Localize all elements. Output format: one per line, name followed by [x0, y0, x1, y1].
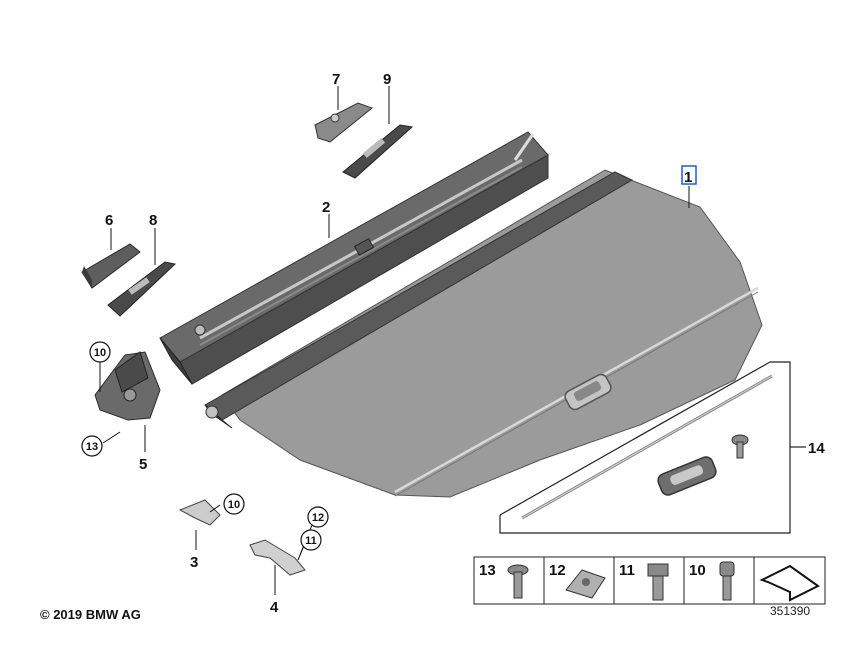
socket-screw-icon — [719, 561, 735, 577]
label-part-7[interactable]: 7 — [332, 71, 340, 88]
part-8-cover-plate[interactable] — [107, 261, 177, 317]
label-part-9[interactable]: 9 — [383, 71, 391, 88]
label-part-4[interactable]: 4 — [270, 599, 279, 616]
part-3-bracket[interactable] — [178, 499, 221, 526]
label-part-1[interactable]: 1 — [684, 169, 692, 186]
circled-label-10-lower[interactable]: 10 — [223, 493, 245, 515]
label-part-2[interactable]: 2 — [322, 199, 330, 216]
svg-text:13: 13 — [86, 441, 98, 453]
svg-text:12: 12 — [549, 562, 566, 579]
arrow-icon — [759, 564, 820, 602]
part-1-cargo-cover[interactable] — [204, 169, 763, 498]
svg-text:10: 10 — [689, 562, 706, 579]
document-number: 351390 — [770, 604, 811, 618]
hardware-cell-arrow — [759, 564, 820, 602]
circled-label-12[interactable]: 12 — [307, 506, 329, 528]
highlight-box-part-1 — [681, 165, 697, 185]
label-part-6[interactable]: 6 — [105, 212, 113, 229]
part-7-holder[interactable] — [314, 102, 374, 143]
hardware-cell-12[interactable]: 12 — [549, 562, 606, 599]
part-14-rod[interactable] — [521, 374, 773, 520]
label-part-8[interactable]: 8 — [149, 212, 157, 229]
part-14-kit-frame — [499, 361, 806, 534]
hex-bolt-icon — [647, 563, 669, 577]
svg-text:12: 12 — [312, 512, 324, 524]
circled-label-11[interactable]: 11 — [300, 529, 322, 551]
hardware-cell-13[interactable]: 13 — [479, 562, 529, 599]
hardware-cell-10[interactable]: 10 — [689, 561, 735, 601]
part-14-screw[interactable] — [731, 434, 749, 459]
svg-text:10: 10 — [228, 499, 240, 511]
svg-text:13: 13 — [479, 562, 496, 579]
label-part-3[interactable]: 3 — [190, 554, 198, 571]
svg-text:11: 11 — [619, 562, 635, 579]
circled-label-10-upper[interactable]: 10 — [89, 341, 111, 363]
label-part-14[interactable]: 14 — [808, 440, 825, 457]
svg-text:11: 11 — [305, 535, 317, 547]
circled-label-13[interactable]: 13 — [81, 435, 103, 457]
copyright-notice: © 2019 BMW AG — [40, 607, 141, 622]
hardware-cell-11[interactable]: 11 — [619, 562, 669, 601]
part-14-handle[interactable] — [656, 455, 718, 497]
part-2-roller-housing[interactable] — [159, 131, 549, 385]
part-6-bracket[interactable] — [81, 243, 141, 289]
part-9-cover-plate[interactable] — [342, 124, 414, 179]
part-5-mount-bracket[interactable] — [94, 351, 161, 421]
label-part-5[interactable]: 5 — [139, 456, 147, 473]
part-4-bracket[interactable] — [249, 539, 306, 576]
svg-text:10: 10 — [94, 347, 106, 359]
